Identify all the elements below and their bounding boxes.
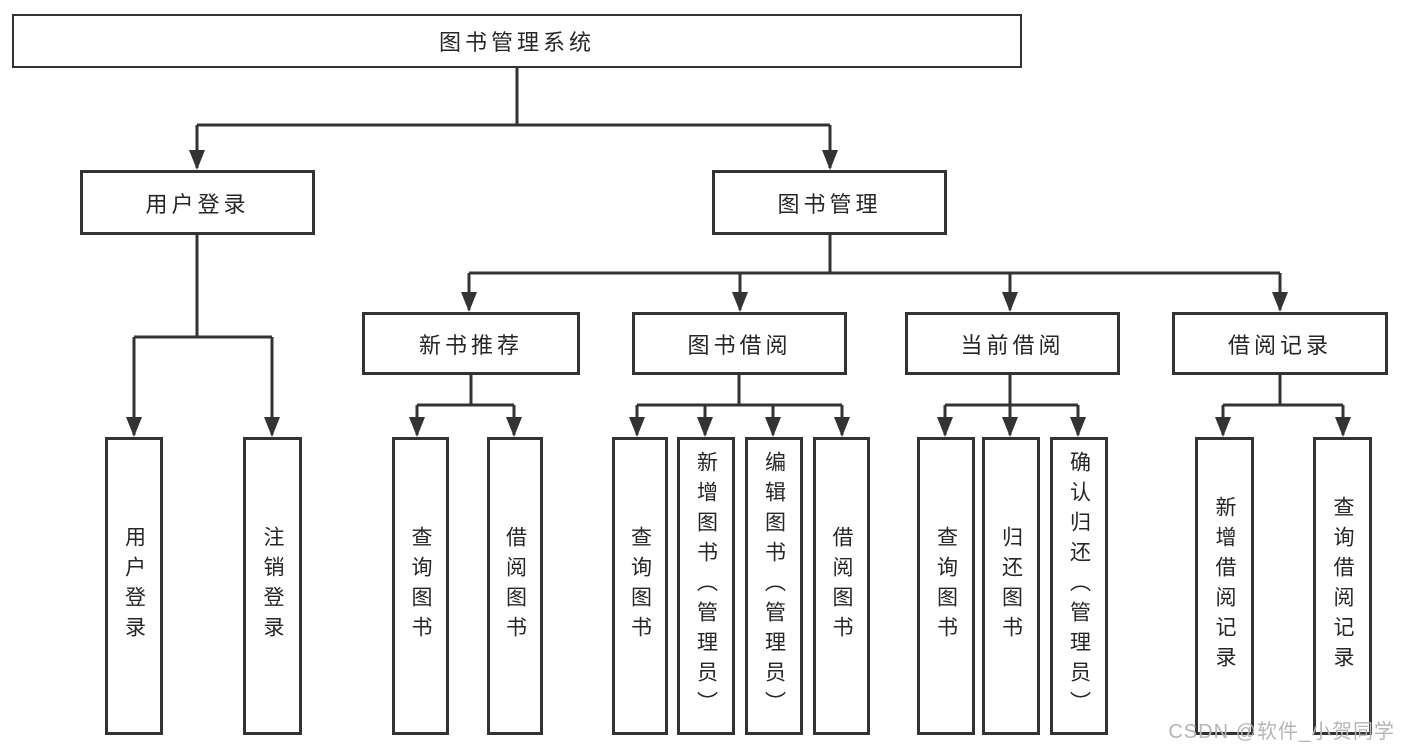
node-new-book-recommend-label: 新书推荐	[418, 332, 523, 358]
leaf-add-books-admin-label: 新增图书（管理员）	[694, 451, 718, 721]
node-root: 图书管理系统	[12, 14, 1022, 68]
node-borrow-records-label: 借阅记录	[1227, 332, 1332, 358]
leaf-return-books-label: 归还图书	[999, 526, 1023, 646]
leaf-query-books-3: 查询图书	[917, 437, 975, 735]
leaf-query-borrow-record: 查询借阅记录	[1313, 437, 1372, 735]
leaf-edit-books-admin: 编辑图书（管理员）	[745, 437, 803, 735]
node-book-borrowing: 图书借阅	[632, 312, 847, 375]
leaf-add-borrow-record: 新增借阅记录	[1195, 437, 1254, 735]
leaf-add-books-admin: 新增图书（管理员）	[677, 437, 735, 735]
node-current-borrowing: 当前借阅	[905, 312, 1120, 375]
leaf-logout: 注销登录	[243, 437, 302, 735]
node-new-book-recommend: 新书推荐	[362, 312, 580, 375]
node-book-borrowing-label: 图书借阅	[687, 332, 792, 358]
leaf-borrow-books-2: 借阅图书	[813, 437, 870, 735]
leaf-user-login: 用户登录	[105, 437, 163, 735]
leaf-query-books-1-label: 查询图书	[409, 526, 432, 646]
leaf-return-books: 归还图书	[982, 437, 1040, 735]
leaf-query-books-1: 查询图书	[392, 437, 449, 735]
leaf-user-login-label: 用户登录	[122, 526, 146, 646]
leaf-query-books-2: 查询图书	[612, 437, 668, 735]
node-book-management: 图书管理	[712, 170, 947, 235]
node-borrow-records: 借阅记录	[1172, 312, 1388, 375]
leaf-confirm-return-admin: 确认归还（管理员）	[1050, 437, 1108, 735]
node-current-borrowing-label: 当前借阅	[960, 332, 1065, 358]
leaf-confirm-return-admin-label: 确认归还（管理员）	[1067, 451, 1091, 721]
leaf-add-borrow-record-label: 新增借阅记录	[1213, 496, 1236, 676]
leaf-edit-books-admin-label: 编辑图书（管理员）	[762, 451, 786, 721]
leaf-query-borrow-record-label: 查询借阅记录	[1331, 496, 1354, 676]
node-book-management-label: 图书管理	[777, 191, 882, 217]
leaf-borrow-books-1: 借阅图书	[487, 437, 543, 735]
leaf-logout-label: 注销登录	[261, 526, 284, 646]
leaf-query-books-2-label: 查询图书	[628, 526, 652, 646]
node-user-login: 用户登录	[80, 170, 315, 235]
node-root-label: 图书管理系统	[438, 30, 595, 55]
leaf-query-books-3-label: 查询图书	[934, 526, 958, 646]
arrowheads	[126, 150, 1351, 437]
leaf-borrow-books-1-label: 借阅图书	[503, 526, 527, 646]
leaf-borrow-books-2-label: 借阅图书	[830, 526, 853, 646]
node-user-login-label: 用户登录	[145, 191, 250, 217]
watermark: CSDN @软件_小贺同学	[1168, 721, 1395, 743]
